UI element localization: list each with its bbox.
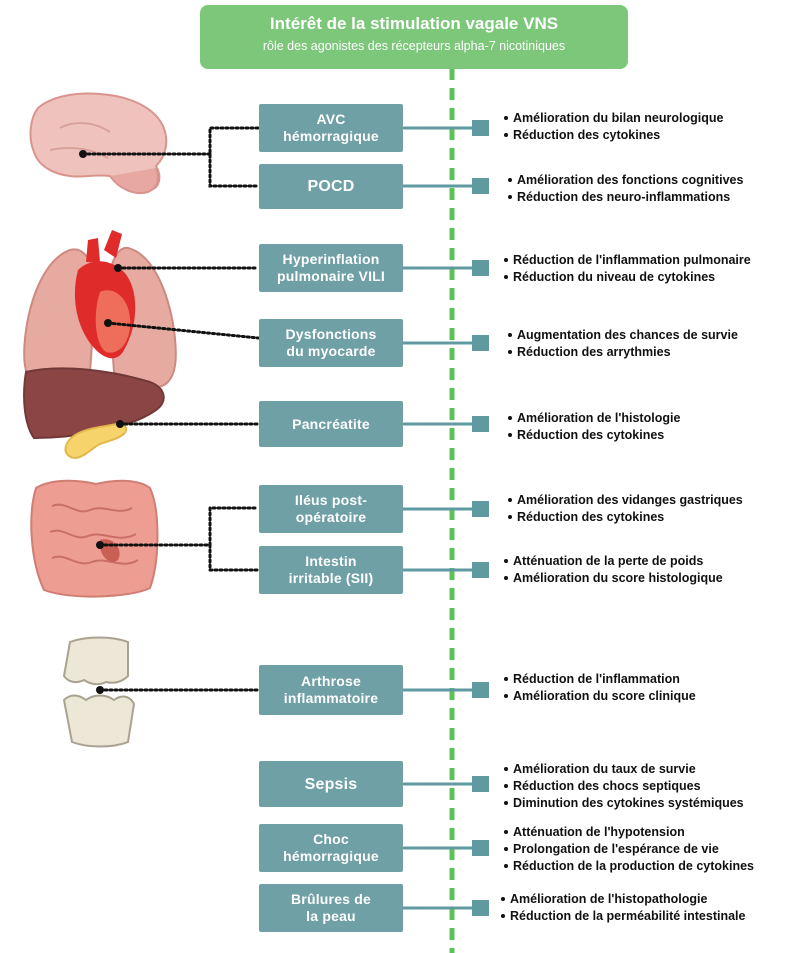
effects-list-brulures: Amélioration de l'histopathologie Réduct… (500, 891, 795, 925)
connector-square (472, 416, 489, 432)
effect-item: Réduction des chocs septiques (503, 778, 798, 795)
condition-box-ileus: Iléus post- opératoire (259, 485, 403, 533)
effect-item: Atténuation de la perte de poids (503, 553, 798, 570)
condition-box-brulures: Brûlures de la peau (259, 884, 403, 932)
condition-label: Brûlures de (291, 891, 371, 908)
effect-item: Atténuation de l'hypotension (503, 824, 798, 841)
effect-item: Amélioration du score clinique (503, 688, 798, 705)
effect-item: Amélioration du bilan neurologique (503, 110, 798, 127)
condition-label: Sepsis (305, 776, 358, 793)
effect-item: Amélioration du score histologique (503, 570, 798, 587)
condition-label: opératoire (296, 509, 366, 526)
effect-item: Augmentation des chances de survie (507, 327, 801, 344)
effects-list-arthrose: Réduction de l'inflammation Amélioration… (503, 671, 798, 705)
effect-connectors (403, 120, 489, 916)
condition-label: AVC (316, 111, 345, 128)
intestine-icon (31, 481, 157, 597)
effect-item: Amélioration du taux de survie (503, 761, 798, 778)
condition-label: Iléus post- (295, 492, 367, 509)
condition-box-pancreatite: Pancréatite (259, 401, 403, 447)
effect-item: Réduction de la production de cytokines (503, 858, 798, 875)
brain-icon (31, 94, 167, 194)
condition-box-choc: Choc hémorragique (259, 824, 403, 872)
effect-item: Réduction des cytokines (503, 127, 798, 144)
condition-label: du myocarde (286, 343, 375, 360)
condition-label: POCD (307, 178, 354, 195)
connector-square (472, 335, 489, 351)
condition-label: Dysfonctions (285, 326, 376, 343)
condition-box-avc: AVC hémorragique (259, 104, 403, 152)
condition-label: pulmonaire VILI (277, 268, 385, 285)
condition-box-vili: Hyperinflation pulmonaire VILI (259, 244, 403, 292)
condition-label: Intestin (305, 553, 356, 570)
page-title: Intérêt de la stimulation vagale VNS (200, 13, 628, 35)
connector-square (472, 501, 489, 517)
connector-square (472, 120, 489, 136)
effect-item: Réduction des neuro-inflammations (507, 189, 801, 206)
effect-item: Réduction des cytokines (507, 427, 801, 444)
condition-box-pocd: POCD (259, 164, 403, 209)
condition-label: hémorragique (283, 128, 379, 145)
effect-item: Réduction de l'inflammation (503, 671, 798, 688)
effect-item: Amélioration de l'histologie (507, 410, 801, 427)
effects-list-sepsis: Amélioration du taux de survie Réduction… (503, 761, 798, 812)
effect-item: Prolongation de l'espérance de vie (503, 841, 798, 858)
effect-item: Amélioration de l'histopathologie (500, 891, 795, 908)
condition-label: la peau (306, 908, 356, 925)
condition-label: inflammatoire (284, 690, 378, 707)
effect-item: Réduction des cytokines (507, 509, 801, 526)
lungs-heart-icon (24, 230, 176, 388)
connector-square (472, 178, 489, 194)
header-banner: Intérêt de la stimulation vagale VNS rôl… (200, 5, 628, 69)
effects-list-avc: Amélioration du bilan neurologique Réduc… (503, 110, 798, 144)
connector-square (472, 562, 489, 578)
page-subtitle: rôle des agonistes des récepteurs alpha-… (200, 37, 628, 55)
effect-item: Réduction des arrythmies (507, 344, 801, 361)
effects-list-pocd: Amélioration des fonctions cognitives Ré… (507, 172, 801, 206)
effects-list-pancreatite: Amélioration de l'histologie Réduction d… (507, 410, 801, 444)
connector-square (472, 776, 489, 792)
condition-box-myocarde: Dysfonctions du myocarde (259, 319, 403, 367)
effects-list-ileus: Amélioration des vidanges gastriques Réd… (507, 492, 801, 526)
connector-square (472, 260, 489, 276)
effect-item: Réduction du niveau de cytokines (503, 269, 798, 286)
condition-label: Arthrose (301, 673, 361, 690)
effect-item: Réduction de l'inflammation pulmonaire (503, 252, 798, 269)
connector-square (472, 682, 489, 698)
effect-item: Amélioration des vidanges gastriques (507, 492, 801, 509)
effects-list-sii: Atténuation de la perte de poids Amélior… (503, 553, 798, 587)
condition-box-arthrose: Arthrose inflammatoire (259, 665, 403, 715)
effects-list-choc: Atténuation de l'hypotension Prolongatio… (503, 824, 798, 875)
connector-square (472, 900, 489, 916)
effect-item: Diminution des cytokines systémiques (503, 795, 798, 812)
condition-box-sii: Intestin irritable (SII) (259, 546, 403, 594)
effect-item: Amélioration des fonctions cognitives (507, 172, 801, 189)
connector-square (472, 840, 489, 856)
condition-label: Hyperinflation (283, 251, 380, 268)
effects-list-myocarde: Augmentation des chances de survie Réduc… (507, 327, 801, 361)
condition-label: hémorragique (283, 848, 379, 865)
effect-item: Réduction de la perméabilité intestinale (500, 908, 795, 925)
condition-label: Choc (313, 831, 349, 848)
effects-list-vili: Réduction de l'inflammation pulmonaire R… (503, 252, 798, 286)
condition-label: Pancréatite (292, 416, 370, 433)
condition-box-sepsis: Sepsis (259, 761, 403, 807)
condition-label: irritable (SII) (289, 570, 374, 587)
